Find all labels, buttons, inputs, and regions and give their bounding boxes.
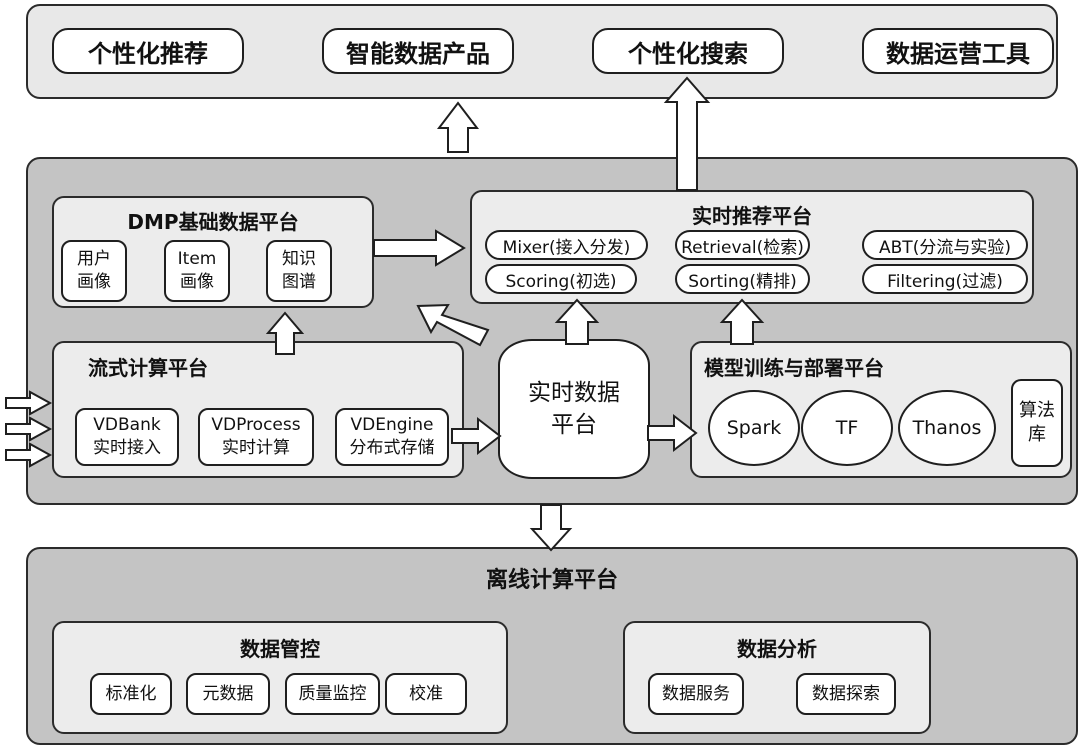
dmp-user-profile: 用户画像	[61, 240, 127, 302]
app-personalized-search: 个性化搜索	[592, 28, 784, 74]
arrow-down-to-offline	[529, 504, 573, 552]
app-data-operations-tools: 数据运营工具	[862, 28, 1054, 74]
governance-title: 数据管控	[240, 637, 320, 661]
stream-title: 流式计算平台	[88, 356, 208, 380]
dmp-knowledge-graph: 知识图谱	[266, 240, 332, 302]
rec-mixer: Mixer(接入分发)	[485, 230, 648, 260]
rec-title: 实时推荐平台	[692, 204, 812, 228]
rec-sorting: Sorting(精排)	[675, 264, 810, 294]
model-title: 模型训练与部署平台	[704, 356, 884, 380]
dmp-title: DMP基础数据平台	[127, 210, 299, 234]
model-thanos: Thanos	[898, 390, 996, 466]
analysis-data-exploration: 数据探索	[796, 673, 896, 715]
model-algorithm-library: 算法库	[1011, 379, 1063, 467]
model-tf: TF	[801, 390, 893, 466]
rec-abt: ABT(分流与实验)	[862, 230, 1028, 260]
rec-filtering: Filtering(过滤)	[862, 264, 1028, 294]
app-smart-data-products: 智能数据产品	[322, 28, 514, 74]
analysis-data-service: 数据服务	[648, 673, 744, 715]
realtime-data-platform: 实时数据平台	[498, 339, 650, 479]
arrow-up-to-apps-left	[436, 101, 480, 153]
app-personalized-recommendation: 个性化推荐	[52, 28, 244, 74]
governance-metadata: 元数据	[186, 673, 270, 715]
governance-quality-monitoring: 质量监控	[285, 673, 380, 715]
governance-standardization: 标准化	[90, 673, 172, 715]
governance-calibration: 校准	[385, 673, 467, 715]
rec-retrieval: Retrieval(检索)	[675, 230, 810, 260]
rec-scoring: Scoring(初选)	[485, 264, 637, 294]
offline-title: 离线计算平台	[485, 568, 618, 593]
analysis-title: 数据分析	[737, 637, 817, 661]
model-spark: Spark	[708, 390, 800, 466]
